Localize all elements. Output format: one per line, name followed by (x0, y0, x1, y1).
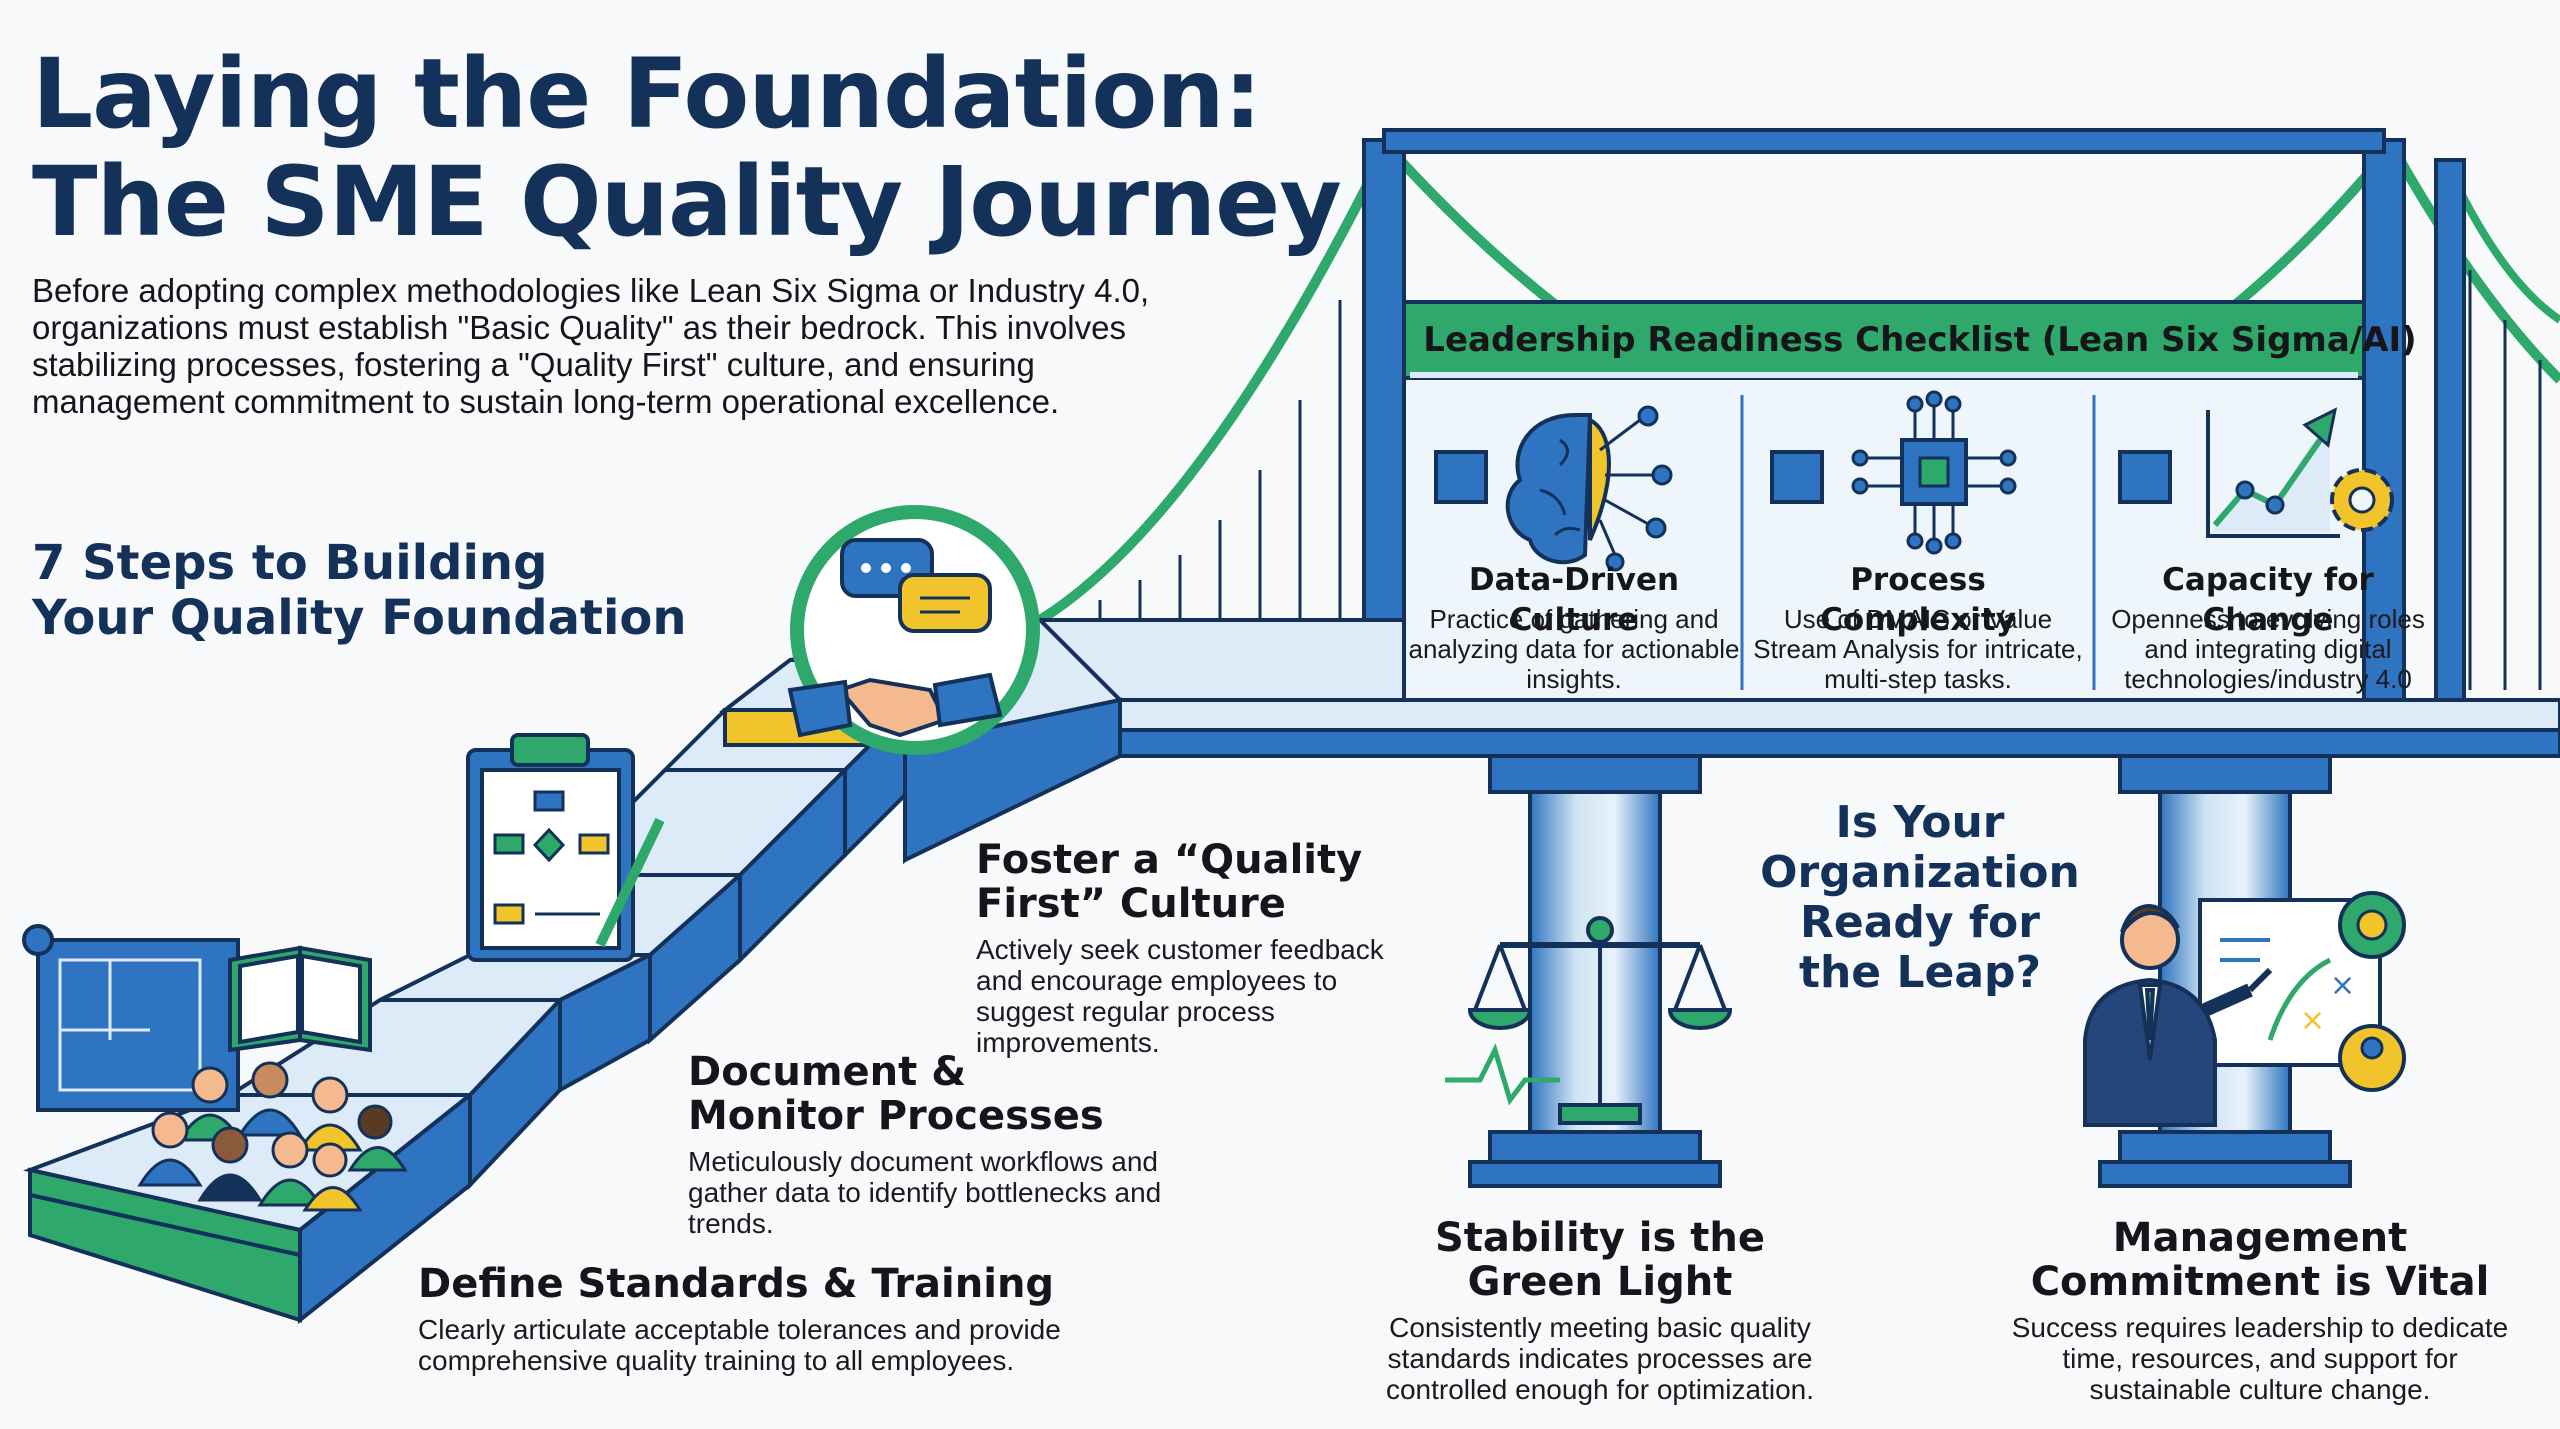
clipboard-flowchart-icon (466, 733, 665, 962)
svg-text:×: × (2330, 968, 2355, 1003)
heartbeat-line-icon (1445, 1043, 1560, 1106)
presenter-board-icon: × × (2198, 891, 2406, 1092)
step-document-title-line2: Monitor Processes (688, 1093, 1104, 1139)
brain-network-icon (1505, 405, 1673, 572)
stability-desc: Consistently meeting basic quality stand… (1385, 1312, 1815, 1405)
team-people-icon (137, 1061, 408, 1212)
pillar-left (1468, 754, 1722, 1188)
checklist-item-capacity-change-title: Capacity for Change (2162, 562, 2374, 638)
readiness-question-line2: Organization (1760, 847, 2080, 898)
readiness-question-line4: the Leap? (1798, 947, 2042, 998)
svg-text:×: × (2300, 1003, 2325, 1038)
page-title-line2: The SME Quality Journey (32, 146, 1342, 258)
step-define-desc: Clearly articulate acceptable tolerances… (418, 1314, 1061, 1376)
growth-chart-gear-icon (2206, 407, 2394, 538)
readiness-question-line3: Ready for (1800, 897, 2040, 948)
stability-title-line1: Stability is the (1435, 1215, 1765, 1261)
checklist-item-data-driven-title: Data-Driven Culture (1468, 562, 1680, 638)
management-title: Management Commitment is Vital (2000, 1216, 2520, 1304)
checklist-item-process-complexity-title: Process Complexity (1820, 562, 2016, 638)
steps-heading-line2: Your Quality Foundation (32, 590, 687, 646)
readiness-question: Is Your Organization Ready for the Leap? (1750, 798, 2090, 998)
checkbox-2 (1770, 450, 1824, 504)
open-book-icon (228, 945, 372, 1053)
checklist-item-capacity-change-desc: Openness to evolving roles and integrati… (2111, 604, 2425, 694)
businessman-icon (2083, 903, 2273, 1127)
checkbox-3 (2118, 450, 2172, 504)
step-foster-title-line1: Foster a “Quality (976, 837, 1363, 883)
chip-circuit-icon (1851, 390, 2017, 555)
handshake-chat-icon (787, 505, 1040, 755)
intro-paragraph: Before adopting complex methodologies li… (32, 272, 1150, 420)
step-define-standards: Define Standards & Training Clearly arti… (418, 1262, 1098, 1376)
page-title-line1: Laying the Foundation: (32, 38, 1262, 150)
checklist-title: Leadership Readiness Checklist (Lean Six… (1423, 320, 2417, 360)
stability-title: Stability is the Green Light (1370, 1216, 1830, 1304)
bridge-deck (1035, 618, 2560, 758)
checkbox-1 (1434, 450, 1488, 504)
step-foster-desc: Actively seek customer feedback and enco… (976, 934, 1384, 1058)
steps-heading: 7 Steps to Building Your Quality Foundat… (32, 536, 687, 646)
steps-heading-line1: 7 Steps to Building (32, 535, 548, 591)
step-foster-title: Foster a “Quality First” Culture (976, 838, 1436, 926)
checklist-item-process-complexity-desc: Use of DMAIC or Value Stream Analysis fo… (1753, 604, 2083, 694)
checklist-item-data-driven-desc: Practice of gathering and analyzing data… (1408, 604, 1740, 694)
step-document-desc: Meticulously document workflows and gath… (688, 1146, 1162, 1239)
stability-block: Stability is the Green Light Consistentl… (1370, 1216, 1830, 1405)
readiness-question-line1: Is Your (1835, 797, 2005, 848)
management-title-line2: Commitment is Vital (2030, 1259, 2490, 1305)
step-define-title: Define Standards & Training (418, 1261, 1055, 1307)
balance-scale-icon (1467, 916, 1733, 1125)
step-document-processes: Document & Monitor Processes Meticulousl… (688, 1050, 1208, 1239)
step-foster-culture: Foster a “Quality First” Culture Activel… (976, 838, 1436, 1058)
step-document-title: Document & Monitor Processes (688, 1050, 1208, 1138)
staircase (22, 617, 1124, 1325)
management-block: Management Commitment is Vital Success r… (2000, 1216, 2520, 1405)
management-desc: Success requires leadership to dedicate … (2011, 1312, 2509, 1405)
management-title-line1: Management (2112, 1215, 2408, 1261)
stability-title-line2: Green Light (1467, 1259, 1733, 1305)
step-foster-title-line2: First” Culture (976, 881, 1286, 927)
step-document-title-line1: Document & (688, 1049, 967, 1095)
page-title: Laying the Foundation: The SME Quality J… (32, 38, 1342, 258)
